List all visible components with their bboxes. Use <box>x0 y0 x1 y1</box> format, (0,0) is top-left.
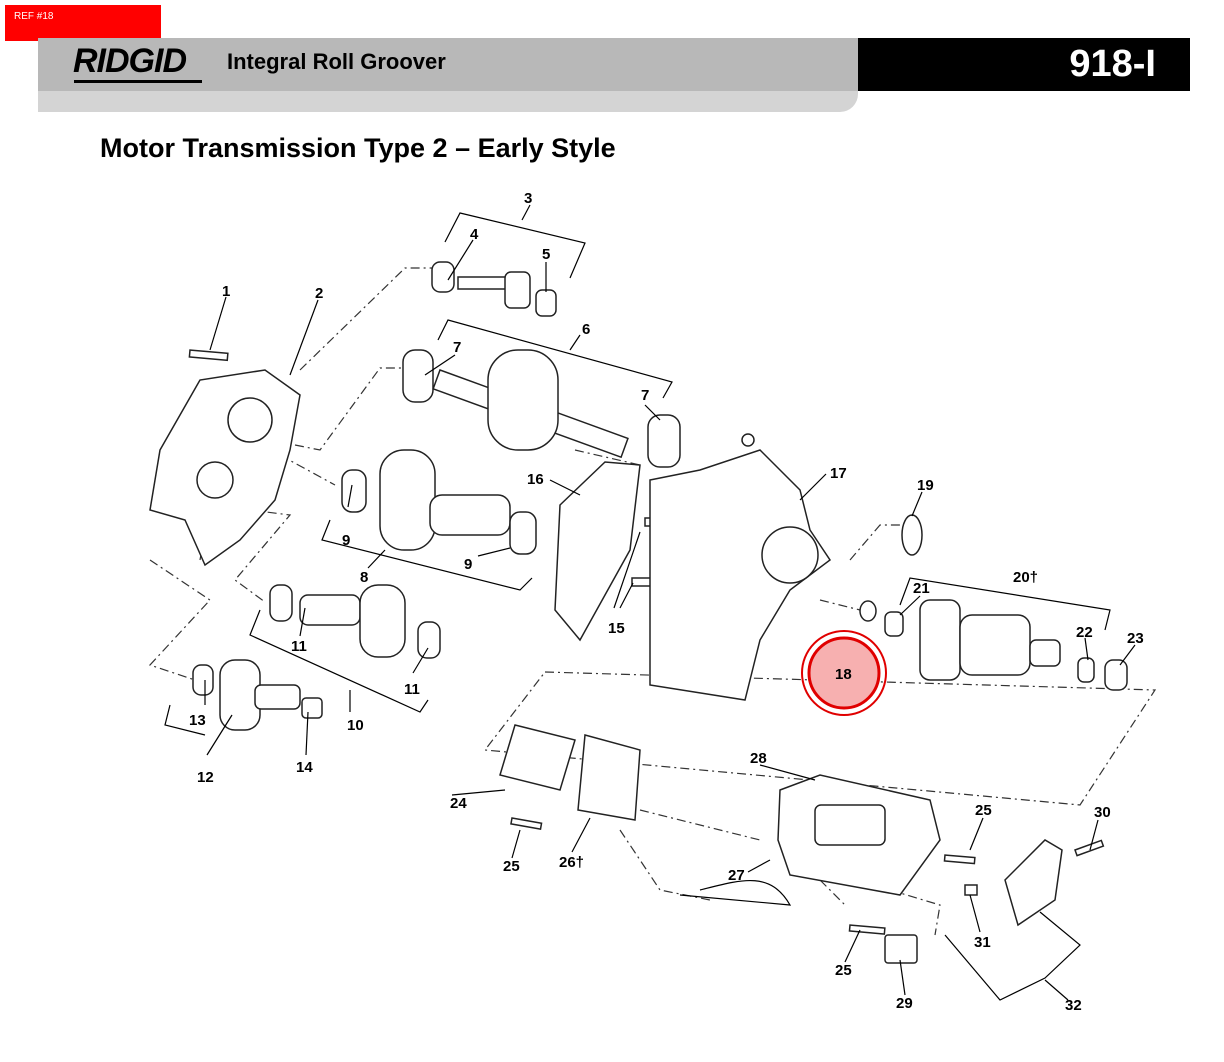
callout-11-left[interactable]: 11 <box>291 638 307 655</box>
part-27-cord <box>679 879 792 906</box>
callout-24[interactable]: 24 <box>450 795 467 812</box>
assembly-guide-lines <box>148 267 1157 936</box>
header-sub-band <box>38 91 858 112</box>
callout-6[interactable]: 6 <box>582 321 590 338</box>
callout-1[interactable]: 1 <box>222 283 230 300</box>
callout-14[interactable]: 14 <box>296 759 313 776</box>
callout-15[interactable]: 15 <box>608 620 625 637</box>
selected-part-highlight[interactable] <box>801 630 887 716</box>
callout-21[interactable]: 21 <box>913 580 930 597</box>
part-6-output-gear-shaft <box>402 349 681 468</box>
callout-16[interactable]: 16 <box>527 471 544 488</box>
part-16-gasket <box>554 461 641 642</box>
part-18-o-ring <box>859 600 877 622</box>
part-8-intermediate-gear <box>341 449 537 555</box>
part-29-switch <box>884 934 918 964</box>
callout-8[interactable]: 8 <box>360 569 368 586</box>
callout-7-lower[interactable]: 7 <box>641 387 649 404</box>
product-name: Integral Roll Groover <box>227 49 446 74</box>
callout-30[interactable]: 30 <box>1094 804 1111 821</box>
page-title: Motor Transmission Type 2 – Early Style <box>100 133 616 163</box>
part-25-screws <box>510 817 976 935</box>
part-12-first-pinion <box>192 659 323 731</box>
callout-5[interactable]: 5 <box>542 246 550 263</box>
model-box: 918-I <box>858 38 1190 91</box>
highlight-outer-ring <box>801 630 887 716</box>
callout-25-left[interactable]: 25 <box>503 858 520 875</box>
callout-32[interactable]: 32 <box>1065 997 1082 1014</box>
callout-26[interactable]: 26† <box>559 854 584 871</box>
part-24-field-shell <box>499 724 576 791</box>
part-20-armature <box>884 599 1128 691</box>
callout-12[interactable]: 12 <box>197 769 214 786</box>
model-number: 918-I <box>1069 43 1156 85</box>
part-3-shaft-assembly <box>431 261 557 317</box>
part-1-screw <box>188 349 229 362</box>
callout-17[interactable]: 17 <box>830 465 847 482</box>
brand-logo-underline <box>74 80 202 83</box>
callout-29[interactable]: 29 <box>896 995 913 1012</box>
part-2-end-housing <box>149 369 301 567</box>
callout-28[interactable]: 28 <box>750 750 767 767</box>
callout-9-left[interactable]: 9 <box>342 532 350 549</box>
callout-20[interactable]: 20† <box>1013 569 1038 586</box>
part-26-field-coil <box>577 734 641 821</box>
callout-4[interactable]: 4 <box>470 226 479 243</box>
part-28-motor-housing <box>777 774 941 896</box>
callout-2[interactable]: 2 <box>315 285 323 302</box>
callout-25-bottom[interactable]: 25 <box>835 962 852 979</box>
callout-7-upper[interactable]: 7 <box>453 339 461 356</box>
reference-badge: REF #18 <box>5 5 161 41</box>
part-19-washer <box>901 514 923 556</box>
callout-23[interactable]: 23 <box>1127 630 1144 647</box>
callout-27[interactable]: 27 <box>728 867 745 884</box>
leader-lines <box>164 204 1136 1001</box>
part-17-gear-case <box>649 433 832 701</box>
highlight-inner-disc <box>807 636 881 710</box>
callout-3[interactable]: 3 <box>524 190 532 207</box>
callout-19[interactable]: 19 <box>917 477 934 494</box>
brand-logo: RIDGID <box>73 42 187 80</box>
part-30-screw <box>1074 839 1105 857</box>
callout-25-right[interactable]: 25 <box>975 802 992 819</box>
callout-31[interactable]: 31 <box>974 934 991 951</box>
callout-13[interactable]: 13 <box>189 712 206 729</box>
callout-9-right[interactable]: 9 <box>464 556 472 573</box>
callout-10[interactable]: 10 <box>347 717 364 734</box>
callout-labels: 1 2 3 4 5 6 7 7 8 9 9 10 11 11 12 13 14 … <box>189 190 1144 1014</box>
part-32-brush-plate <box>964 839 1063 927</box>
part-10-pinion-gear-assembly <box>269 584 441 659</box>
callout-11-right[interactable]: 11 <box>404 681 420 698</box>
callout-22[interactable]: 22 <box>1076 624 1093 641</box>
callout-18[interactable]: 18 <box>835 666 852 683</box>
